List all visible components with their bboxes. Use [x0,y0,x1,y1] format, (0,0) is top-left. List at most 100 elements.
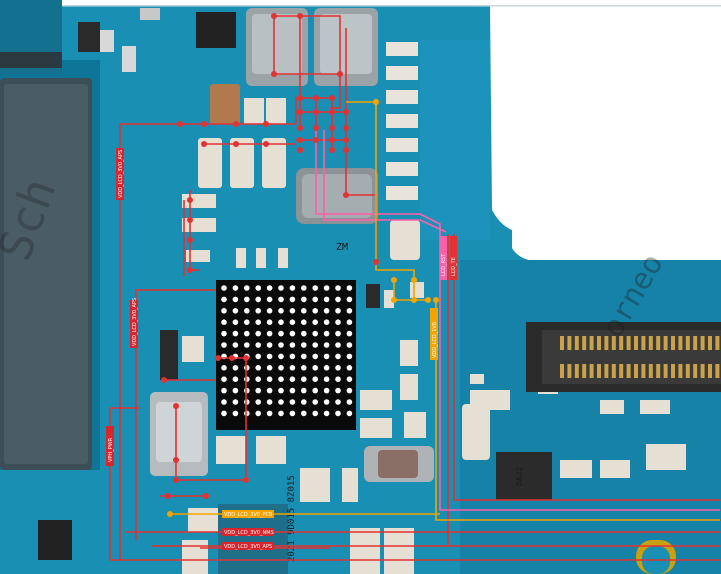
bga-ball [335,376,341,383]
svg-text:VDD_LCD_3V0_APS: VDD_LCD_3V0_APS [224,544,272,550]
bga-ball [301,285,307,291]
bga-ball [346,330,353,337]
bga-ball [266,308,273,314]
fpc-pin [693,336,698,350]
net-tag-left-vertical: VDD_LCD_3V0_APS [116,148,124,200]
fpc-pin [574,364,579,378]
svg-text:VDD_LCD_3V0_APS: VDD_LCD_3V0_APS [132,298,138,346]
bga-ball [323,319,330,326]
svg-text:VDD_LCD_3V0_NMS: VDD_LCD_3V0_NMS [224,530,274,536]
bga-ball [278,376,284,383]
svg-text:VDD_LCD_1V8: VDD_LCD_1V8 [432,322,438,358]
bga-ball [335,387,341,394]
bga-ball [301,399,307,405]
fpc-pin [641,336,646,350]
solder-joint [313,137,319,143]
bga-ball [278,365,284,371]
fpc-pin [708,336,712,350]
bga-chip [216,280,356,430]
bga-ball [221,308,227,314]
fpc-pin [700,336,705,350]
solder-joint [201,141,207,147]
bga-ball [278,319,284,326]
bga-ball [255,376,261,383]
bga-ball [335,330,341,337]
bga-ball [244,319,250,326]
bga-ball [266,285,273,291]
bga-ball [301,353,307,360]
bga-ball [221,376,227,383]
bga-ball [255,319,261,326]
fpc-pin [715,336,720,350]
net-tag-orange-vertical: VDD_LCD_1V8 [430,308,438,360]
solder-joint [313,95,319,101]
solder-joint [177,121,183,127]
fpc-pin [634,364,638,378]
net-tag-bottom-2: VDD_LCD_3V0_NMS [222,528,274,536]
solder-joint [329,95,335,101]
bga-ball [266,376,273,383]
fpc-pin [589,364,594,378]
bga-ball [221,365,227,371]
solder-joint [337,71,343,77]
fpc-pin [619,364,624,378]
fpc-pin [574,336,579,350]
bga-ball [255,353,261,360]
coil-marking: ZM [336,242,348,253]
svg-text:VDD_LCD_3V0_PCB: VDD_LCD_3V0_PCB [224,512,273,518]
bga-ball [255,330,261,337]
bga-ball [335,285,341,291]
bga-ball [301,308,307,314]
solder-joint [187,217,193,223]
bga-ball [278,308,284,314]
fpc-pin [582,364,587,378]
fpc-pin [626,364,631,378]
fpc-pin [597,364,601,378]
solder-joint [243,355,249,361]
fpc-pin [678,364,683,378]
bga-ball [289,308,296,314]
fpc-pin [656,364,661,378]
bga-ball [346,399,353,405]
solder-joint [263,121,269,127]
solder-joint [343,192,349,198]
net-tag-left-lower: VPH_PWR [106,426,114,466]
ic [140,8,160,20]
solder-joint [229,355,235,361]
copper-plane [460,260,721,574]
svg-text:LCD_RST: LCD_RST [441,253,447,276]
bga-ball [323,342,330,348]
bga-ball [289,330,296,337]
fpc-pin [715,364,720,378]
bga-ball [278,353,284,360]
bga-ball [221,387,227,394]
bga-ball [346,410,353,417]
bga-ball [323,308,330,314]
fpc-pin [589,336,594,350]
bga-ball [301,319,307,326]
bga-ball [289,399,296,405]
capacitor-column [386,42,418,200]
solder-joint [173,457,179,463]
fpc-pin [678,336,683,350]
solder-joint [173,403,179,409]
solder-joint [167,511,173,517]
fpc-pin [663,364,668,378]
fpc-pin [648,336,653,350]
bga-ball [266,353,273,360]
top-edge-line [0,5,721,7]
fpc-pin [634,336,638,350]
fpc-pin [648,364,653,378]
bga-ball [346,365,353,371]
bga-ball [255,399,261,405]
bga-ball [335,365,341,371]
solder-joint [233,141,239,147]
bga-ball [221,319,227,326]
bga-ball [323,296,330,303]
net-tag-pink-2: LCD_TE [450,236,457,280]
bga-ball [312,353,319,360]
fpc-pin [619,336,624,350]
solder-joint [203,493,209,499]
ic [122,46,136,72]
solder-joint [297,95,303,101]
